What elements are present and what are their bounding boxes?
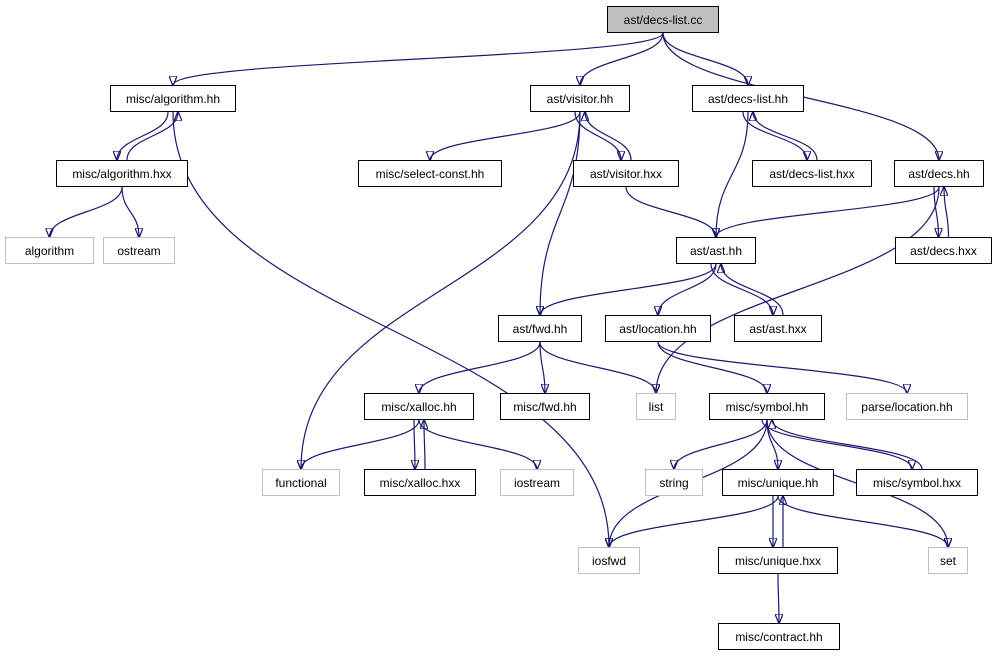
node-parse-location-hh: parse/location.hh: [846, 393, 968, 420]
edge-visitor_hh-to-visitor_hxx: [574, 111, 621, 160]
node-ast-location-hh[interactable]: ast/location.hh: [605, 315, 711, 342]
edge-decs_list_hh-to-decs_list_hxx: [742, 111, 807, 160]
node-ast-ast-hh[interactable]: ast/ast.hh: [676, 237, 756, 264]
edge-unique_hxx-to-contract_hh: [778, 573, 779, 623]
edge-algorithm_hh-to-iosfwd: [172, 111, 609, 547]
edge-symbol_hh-to-string: [674, 419, 768, 469]
edge-fwd_hh-to-list: [539, 341, 656, 393]
edge-visitor_hxx-to-ast_hh: [625, 186, 716, 237]
edge-fwd_hh-to-misc_fwd_hh: [539, 341, 545, 393]
edge-decs_hh-to-ast_hh: [716, 186, 940, 237]
edge-visitor_hxx-to-visitor_hh: [585, 112, 632, 161]
edge-visitor_hh-to-functional: [301, 111, 581, 469]
node-ast-decs-list-hxx[interactable]: ast/decs-list.hxx: [752, 160, 872, 187]
edge-fwd_hh-to-xalloc_hh: [419, 341, 541, 393]
edge-visitor_hh-to-fwd_hh: [540, 111, 581, 315]
edge-visitor_hh-to-select_const_hh: [430, 111, 581, 160]
edge-xalloc_hxx-to-xalloc_hh: [424, 420, 425, 470]
node-ast-fwd-hh[interactable]: ast/fwd.hh: [498, 315, 582, 342]
node-functional: functional: [262, 469, 340, 496]
node-ostream: ostream: [103, 237, 175, 264]
node-string: string: [645, 469, 703, 496]
edge-ast_hh-to-fwd_hh: [540, 263, 717, 315]
node-ast-decs-list-cc: ast/decs-list.cc: [607, 6, 719, 33]
edge-decs_hxx-to-decs_hh: [944, 187, 950, 238]
node-misc-algorithm-hh[interactable]: misc/algorithm.hh: [110, 85, 236, 112]
node-iostream: iostream: [500, 469, 574, 496]
node-misc-symbol-hxx[interactable]: misc/symbol.hxx: [856, 469, 978, 496]
node-ast-ast-hxx[interactable]: ast/ast.hxx: [734, 315, 822, 342]
node-misc-unique-hh[interactable]: misc/unique.hh: [722, 469, 834, 496]
edge-ast_hxx-to-ast_hh: [721, 264, 784, 316]
node-misc-contract-hh[interactable]: misc/contract.hh: [718, 623, 840, 650]
edge-decs_list_cc-to-algorithm_hh: [173, 32, 664, 85]
edge-decs_list_hh-to-ast_hh: [716, 111, 749, 237]
edge-symbol_hh-to-symbol_hxx: [761, 419, 912, 469]
node-misc-xalloc-hh[interactable]: misc/xalloc.hh: [364, 393, 474, 420]
node-misc-unique-hxx[interactable]: misc/unique.hxx: [718, 547, 838, 574]
node-iosfwd: iosfwd: [578, 547, 640, 574]
node-algorithm: algorithm: [5, 237, 94, 264]
edge-location_hh-to-symbol_hh: [657, 341, 767, 393]
node-misc-symbol-hh[interactable]: misc/symbol.hh: [709, 393, 825, 420]
edge-xalloc_hh-to-xalloc_hxx: [414, 419, 415, 469]
node-ast-visitor-hh[interactable]: ast/visitor.hh: [530, 85, 630, 112]
node-set: set: [928, 547, 968, 574]
node-ast-decs-hh[interactable]: ast/decs.hh: [894, 160, 984, 187]
node-misc-fwd-hh[interactable]: misc/fwd.hh: [500, 393, 590, 420]
edge-algorithm_hxx-to-ostream: [121, 186, 139, 237]
edge-unique_hh-to-iosfwd: [609, 495, 779, 547]
edge-decs_list_cc-to-decs_list_hh: [662, 32, 748, 85]
edge-ast_hh-to-location_hh: [658, 263, 717, 315]
node-ast-decs-hxx[interactable]: ast/decs.hxx: [895, 237, 992, 264]
edge-location_hh-to-parse_location_hh: [657, 341, 907, 393]
edge-decs_hh-to-decs_hxx: [933, 186, 939, 237]
node-ast-visitor-hxx[interactable]: ast/visitor.hxx: [573, 160, 679, 187]
node-misc-algorithm-hxx[interactable]: misc/algorithm.hxx: [56, 160, 188, 187]
edge-algorithm_hh-to-algorithm_hxx: [117, 111, 169, 160]
edge-algorithm_hxx-to-algorithm: [50, 186, 123, 237]
node-list: list: [636, 393, 676, 420]
edge-algorithm_hxx-to-algorithm_hh: [126, 112, 178, 161]
edge-decs_hh-to-list: [656, 186, 940, 393]
node-ast-decs-list-hh[interactable]: ast/decs-list.hh: [692, 85, 804, 112]
edge-unique_hh-to-set: [777, 495, 948, 547]
edge-decs_list_cc-to-visitor_hh: [580, 32, 664, 85]
node-misc-select-const-hh[interactable]: misc/select-const.hh: [358, 160, 502, 187]
edge-decs_list_hxx-to-decs_list_hh: [753, 112, 818, 161]
edge-symbol_hxx-to-symbol_hh: [772, 420, 923, 470]
edge-ast_hh-to-ast_hxx: [710, 263, 773, 315]
node-misc-xalloc-hxx[interactable]: misc/xalloc.hxx: [364, 469, 476, 496]
edge-xalloc_hh-to-iostream: [418, 419, 537, 469]
edge-xalloc_hh-to-functional: [301, 419, 420, 469]
